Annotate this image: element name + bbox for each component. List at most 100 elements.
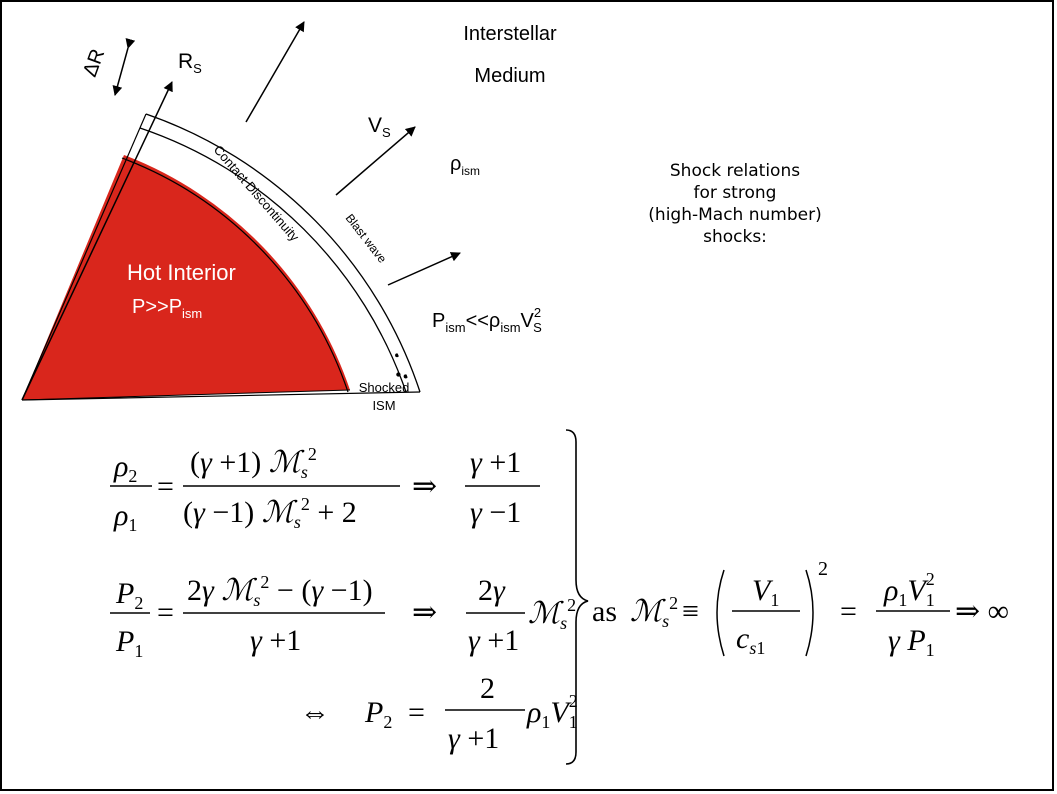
shell-dot [237, 74, 240, 77]
svg-text:(γ −1) ℳs2 + 2: (γ −1) ℳs2 + 2 [183, 494, 357, 532]
shell-dot [207, 54, 211, 58]
shock-equations: ρ2 ρ1 = (γ +1) ℳs2 (γ −1) ℳs2 + 2 ⇒ γ +1… [110, 430, 1009, 764]
shell-dot [345, 133, 348, 136]
svg-text:P2: P2 [364, 696, 392, 732]
density-label: ρism [450, 153, 480, 178]
shell-dot [415, 356, 418, 359]
shell-dot [315, 97, 318, 100]
shell-dot [399, 299, 402, 302]
shell-dot [172, 32, 175, 35]
svg-text:⇒: ⇒ [412, 470, 437, 503]
velocity-label: VS [368, 114, 391, 140]
shell-dot [335, 159, 338, 162]
shell-dot [412, 226, 415, 229]
shell-dot [238, 67, 242, 71]
shell-dot [385, 297, 389, 301]
svg-text:γ −1: γ −1 [470, 496, 521, 529]
shell-dot [407, 353, 410, 356]
shell-dot [393, 338, 396, 341]
shell-dot [223, 52, 226, 55]
shell-dot [201, 26, 204, 29]
shell-dot [423, 334, 426, 337]
shell-dot [418, 286, 421, 289]
shell-dot [343, 170, 347, 174]
shell-dot [256, 96, 259, 99]
caption-line: for strong [610, 182, 860, 204]
shell-dot [380, 234, 383, 237]
svg-text:γ +1: γ +1 [250, 624, 301, 657]
svg-text:γ +1: γ +1 [468, 624, 519, 657]
shell-dot [386, 266, 390, 270]
shell-dot [214, 75, 218, 79]
svg-text:ℳs2: ℳs2 [630, 593, 678, 631]
shell-dot [185, 31, 189, 35]
shell-dot [381, 283, 384, 286]
shell-dot [332, 185, 335, 188]
shell-dot [410, 255, 414, 259]
shell-dot [171, 18, 175, 22]
svg-text:ρ1: ρ1 [113, 499, 137, 535]
shell-dot [349, 127, 352, 130]
shell-dot [236, 43, 239, 46]
shell-dot [353, 185, 357, 189]
shell-dot [173, 15, 177, 19]
shell-dot [298, 91, 302, 95]
shell-dot [203, 62, 207, 66]
shell-dot [225, 24, 229, 28]
shell-dot [162, 48, 165, 51]
shell-dot [328, 160, 331, 163]
shell-dot [340, 116, 344, 120]
shell-dot [427, 269, 430, 272]
shell-dot [284, 128, 287, 131]
shell-dot [303, 87, 307, 91]
shell-dot [195, 11, 198, 14]
shell-dot [165, 37, 169, 41]
shell-dot [216, 61, 219, 64]
svg-text:V1: V1 [752, 574, 779, 610]
shell-dot [220, 71, 223, 74]
shell-dot [212, 18, 215, 21]
shell-dot [432, 289, 436, 293]
shell-dot [261, 101, 265, 105]
shell-dot [364, 180, 367, 183]
shell-dot [320, 166, 323, 169]
shell-dot [427, 287, 431, 291]
shell-dot [275, 94, 278, 97]
shell-dot [247, 94, 251, 98]
shell-dot [443, 351, 446, 354]
shell-dot [314, 161, 317, 164]
svg-text:ρ1V12: ρ1V12 [883, 569, 935, 610]
shell-dot [196, 18, 199, 21]
pressure-ratio-equation: P2 P1 = 2γ ℳs2 − (γ −1) γ +1 ⇒ 2γ γ +1 ℳ… [110, 572, 576, 661]
svg-text:⇒ ∞: ⇒ ∞ [955, 595, 1009, 628]
shell-dot [364, 217, 367, 220]
shell-dot [257, 81, 261, 85]
shell-dot [400, 248, 404, 252]
shell-dot [285, 72, 288, 75]
shell-dot [323, 133, 326, 136]
svg-text:=: = [408, 696, 425, 729]
svg-text:γ +1: γ +1 [448, 722, 499, 755]
shell-dot [395, 353, 399, 357]
shell-dot [403, 223, 407, 227]
shell-dot [225, 80, 228, 83]
shell-dot [313, 142, 316, 145]
shell-dot [400, 284, 404, 288]
shell-dot [388, 287, 391, 290]
svg-text:=: = [840, 595, 857, 628]
shell-dot [411, 241, 414, 244]
shell-dot [368, 153, 371, 156]
shock-relations-caption: Shock relations for strong (high-Mach nu… [610, 160, 860, 248]
shell-dot [390, 317, 394, 321]
caption-line: Shock relations [610, 160, 860, 182]
shell-dot [261, 48, 264, 51]
shell-dot [310, 120, 313, 123]
shell-dot [421, 322, 424, 325]
shell-dot [381, 269, 385, 273]
shell-dot [257, 89, 260, 92]
shell-dot [372, 203, 375, 206]
shell-dot [187, 21, 190, 24]
shell-dot [293, 94, 297, 98]
shell-dot [401, 267, 405, 271]
shell-dot [414, 319, 417, 322]
